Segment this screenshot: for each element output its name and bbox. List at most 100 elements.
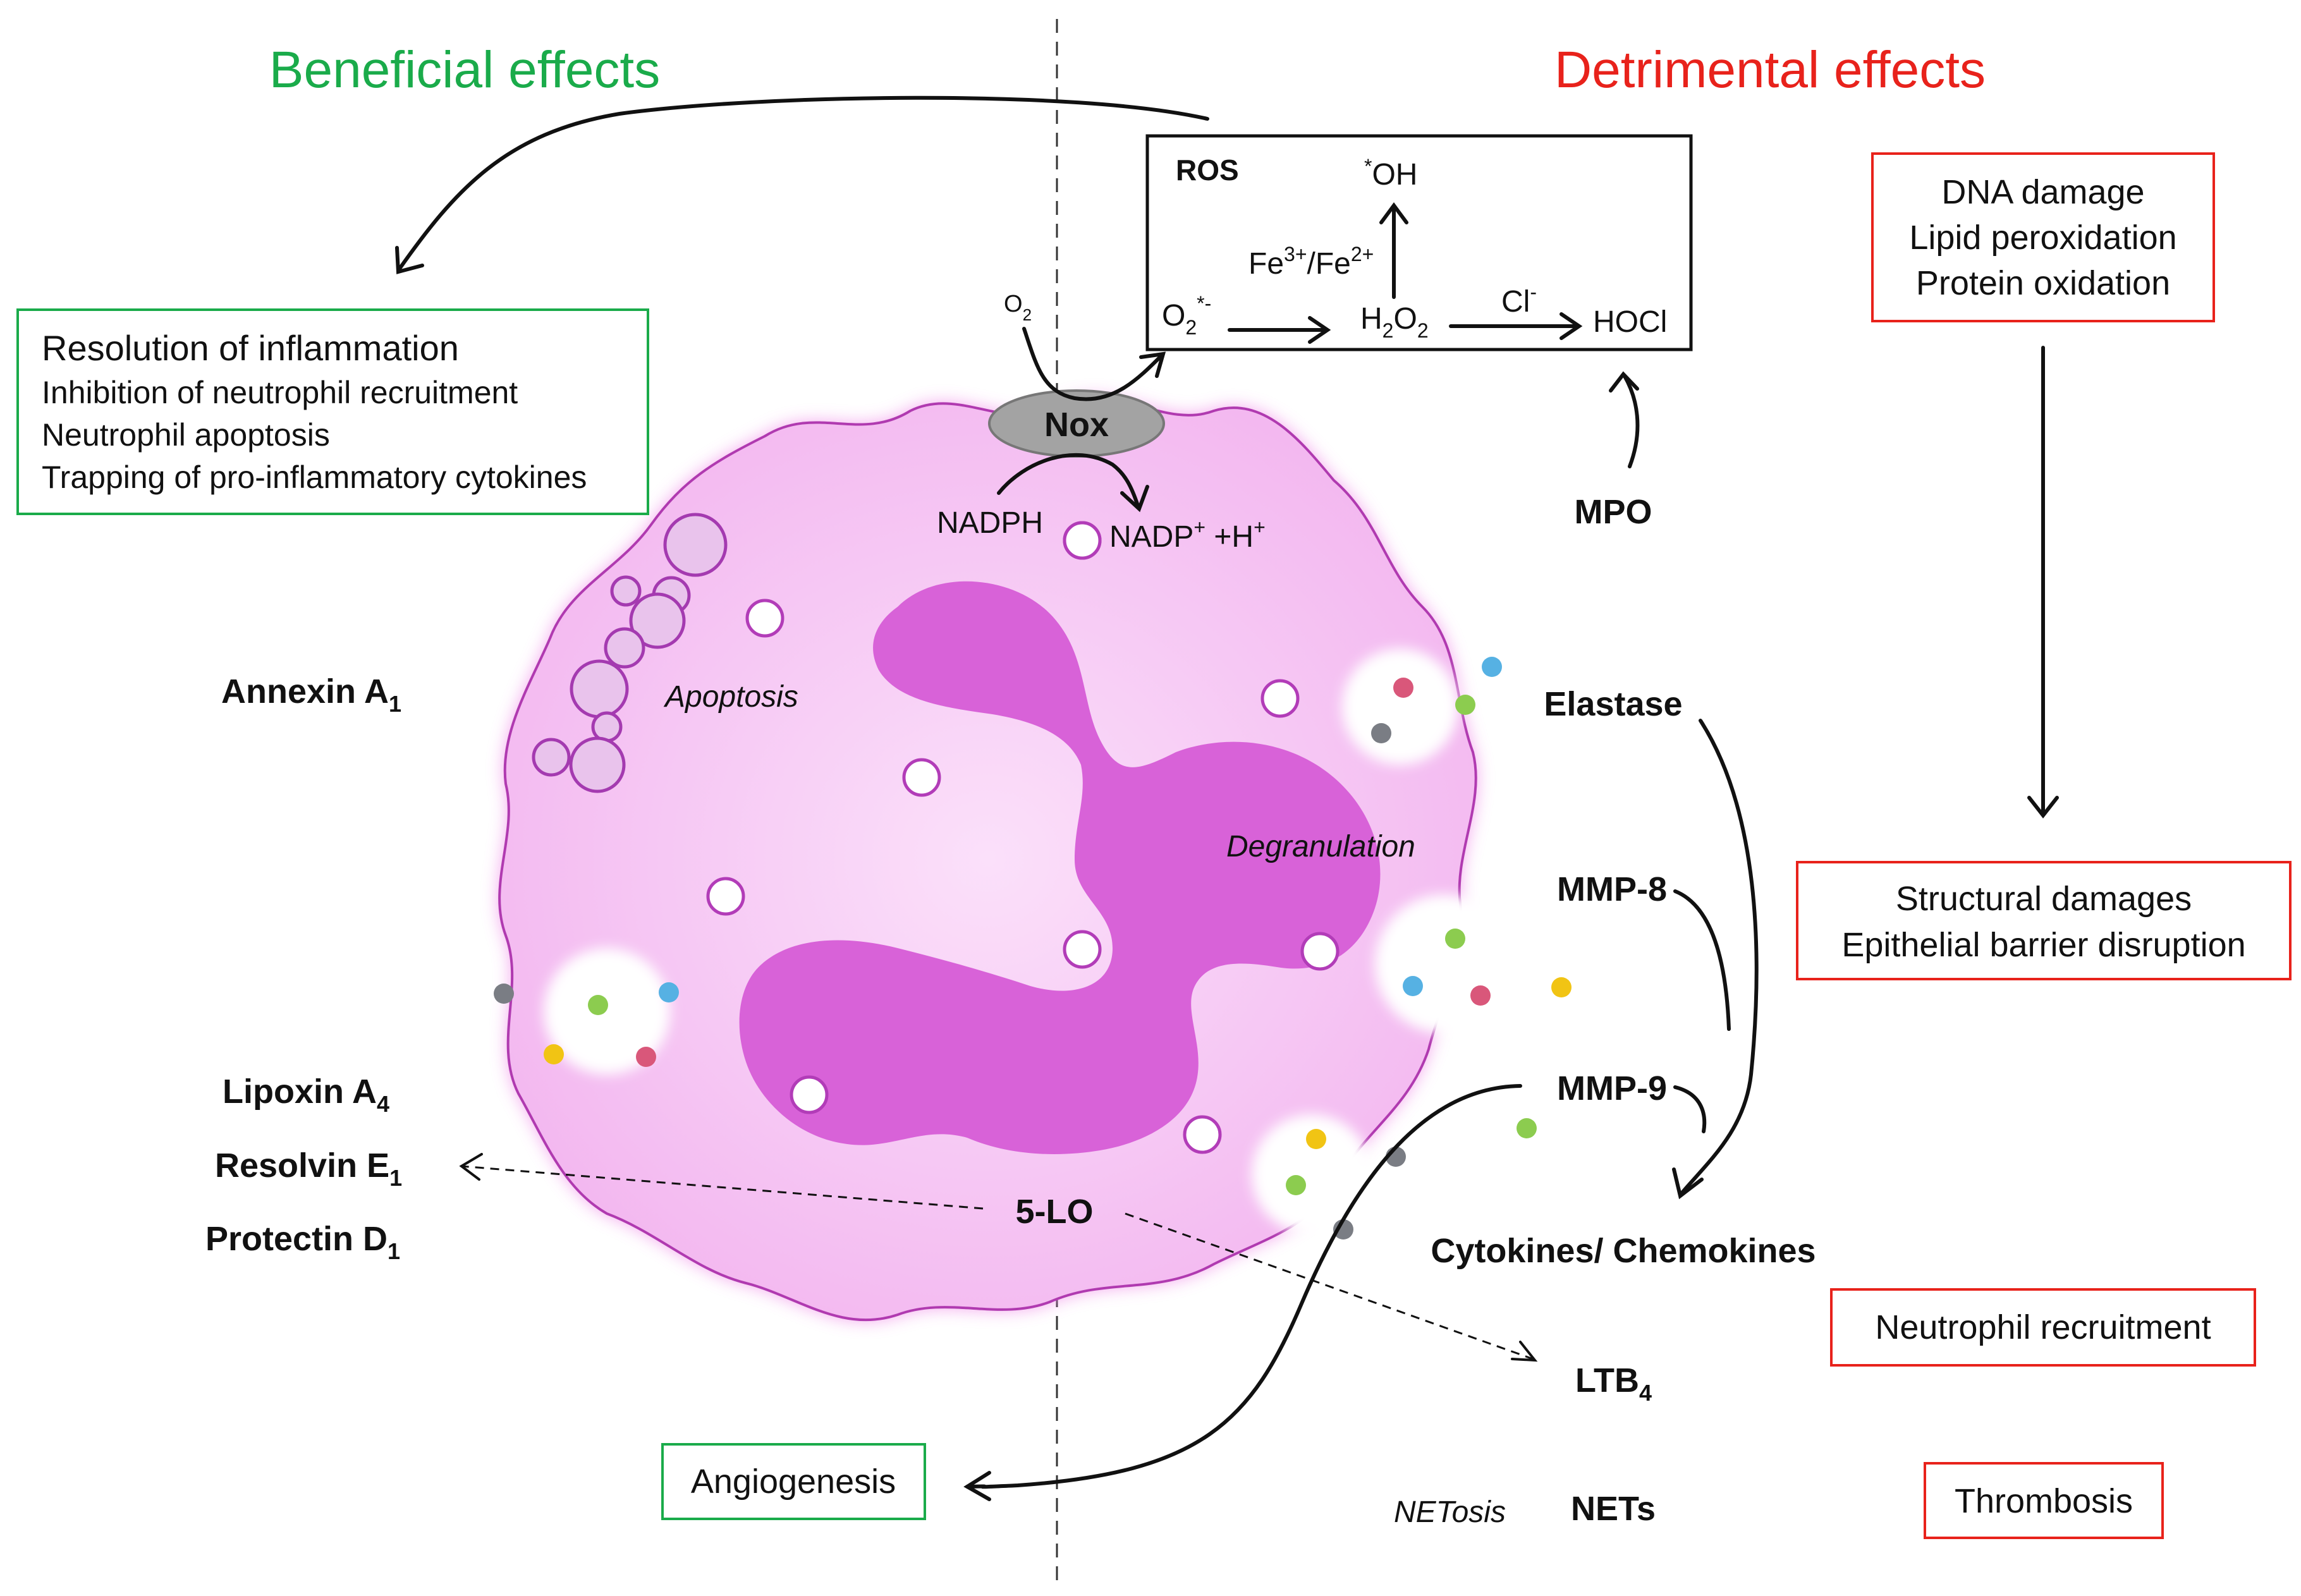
hydroxyl-label: *OH (1364, 155, 1417, 192)
recruitment-label: Neutrophil recruitment (1875, 1308, 2211, 1346)
apoptotic-bleb (591, 711, 623, 743)
damage-line: Lipid peroxidation (1909, 219, 2176, 257)
mmp8-label: MMP-8 (1557, 870, 1667, 908)
angiogenesis-arrowhead (963, 1471, 991, 1501)
superoxide-label: O2*- (1162, 292, 1211, 339)
apoptosis-label: Apoptosis (663, 680, 798, 714)
neutrophil-cell (498, 396, 1514, 1322)
chloride-label: Cl- (1501, 281, 1537, 319)
o2-label: O2 (1004, 291, 1032, 324)
mmp9-connector (1673, 1085, 1707, 1133)
structural-damage-box (1796, 861, 2292, 980)
mpo-to-hocl-arrow (1623, 374, 1640, 468)
superoxide-arrowhead (1308, 316, 1331, 344)
iron-label: Fe3+/Fe2+ (1248, 243, 1374, 281)
cytokines-arrowhead (1672, 1167, 1704, 1200)
resolution-arrowhead (395, 246, 424, 274)
resolution-line: Inhibition of neutrophil recruitment (42, 375, 518, 410)
vesicle (1260, 679, 1300, 718)
vesicle (1183, 1115, 1222, 1154)
vesicle (790, 1075, 829, 1114)
resolution-line: Neutrophil apoptosis (42, 417, 330, 453)
granule (1371, 723, 1391, 743)
granule (1482, 657, 1502, 677)
nadp-label: NADP+ +H+ (1109, 516, 1266, 554)
granule (1517, 1118, 1537, 1138)
o2-to-superoxide-arrow (1022, 327, 1164, 401)
apoptotic-bleb (604, 627, 645, 669)
damage-line: Protein oxidation (1916, 264, 2170, 302)
ros-to-resolution-arrow (396, 95, 1209, 272)
elastase-label: Elastase (1544, 685, 1682, 723)
detrimental-heading: Detrimental effects (1554, 41, 1986, 99)
degranulation-pocket (1252, 1114, 1372, 1234)
degranulation-pocket (544, 948, 670, 1075)
granule (494, 984, 514, 1004)
elastase-to-cytokines-arrow (1680, 719, 1759, 1195)
cytokines-label: Cytokines/ Chemokines (1431, 1232, 1816, 1270)
ltb4-label: LTB4 (1575, 1361, 1652, 1406)
granule (636, 1047, 656, 1067)
granule (1470, 985, 1491, 1006)
granule (1455, 695, 1475, 715)
five-lo-label: 5-LO (1015, 1193, 1093, 1231)
ltb4-arrowhead (1511, 1341, 1538, 1362)
mmp9-to-angiogenesis-arrow (965, 1084, 1522, 1489)
apoptotic-bleb (532, 738, 571, 777)
vesicle (1063, 521, 1102, 560)
thrombosis-box (1924, 1462, 2164, 1539)
angiogenesis-label: Angiogenesis (691, 1463, 896, 1501)
apoptotic-bleb (569, 736, 626, 793)
nadph-arrowhead (1120, 485, 1149, 513)
apoptotic-bleb (570, 659, 629, 719)
thrombosis-label: Thrombosis (1955, 1482, 2133, 1520)
degranulation-pocket (1342, 649, 1458, 765)
structural-line: Structural damages (1896, 880, 2192, 918)
hocl-label: HOCl (1593, 305, 1667, 339)
protectin-label: Protectin D1 (205, 1220, 400, 1264)
nox-label: Nox (1044, 406, 1109, 444)
mmp8-connector (1673, 889, 1731, 1031)
resolvin-label: Resolvin E1 (215, 1147, 402, 1191)
vesicle (706, 877, 745, 916)
granule (1445, 929, 1465, 949)
resolution-line: Trapping of pro-inflammatory cytokines (42, 460, 587, 495)
apoptotic-bleb (663, 513, 728, 577)
hocl-arrowhead (1559, 312, 1583, 340)
netosis-label: NETosis (1394, 1495, 1506, 1529)
granule (1333, 1219, 1353, 1240)
cell-membrane (498, 396, 1477, 1322)
granule (1393, 678, 1413, 698)
beneficial-heading: Beneficial effects (269, 41, 660, 99)
nets-label: NETs (1571, 1490, 1656, 1528)
structural-line: Epithelial barrier disruption (1841, 926, 2245, 964)
mpo-arrowhead (1609, 371, 1639, 393)
structural-arrowhead (2027, 796, 2059, 819)
recruitment-box (1830, 1288, 2256, 1367)
hydroxyl-arrowhead (1379, 202, 1408, 224)
five-lo-to-ltb4-arrow (1125, 1212, 1534, 1360)
lipoxins-arrowhead (459, 1153, 483, 1181)
oxidative-damage-box (1871, 152, 2215, 322)
ros-title: ROS (1176, 154, 1239, 186)
mpo-label: MPO (1574, 493, 1652, 531)
granule (659, 982, 679, 1002)
o2-arrowhead (1139, 351, 1166, 378)
degranulation-pocket (1375, 894, 1514, 1033)
peroxide-label: H2O2 (1360, 302, 1429, 342)
angiogenesis-box (661, 1443, 926, 1520)
apoptotic-bleb (629, 592, 686, 649)
granule (1551, 977, 1572, 997)
vesicle (902, 758, 941, 797)
lipoxin-label: Lipoxin A4 (223, 1073, 389, 1117)
apoptotic-bleb (610, 575, 642, 607)
granules (494, 657, 1572, 1240)
vesicle (745, 599, 784, 638)
granule (1306, 1129, 1326, 1149)
nadph-label: NADPH (937, 506, 1043, 540)
five-lo-to-lipoxins-arrow (461, 1165, 984, 1210)
annexin-label: Annexin A1 (221, 673, 401, 717)
cell-nucleus (739, 581, 1381, 1154)
granule (1403, 976, 1423, 996)
